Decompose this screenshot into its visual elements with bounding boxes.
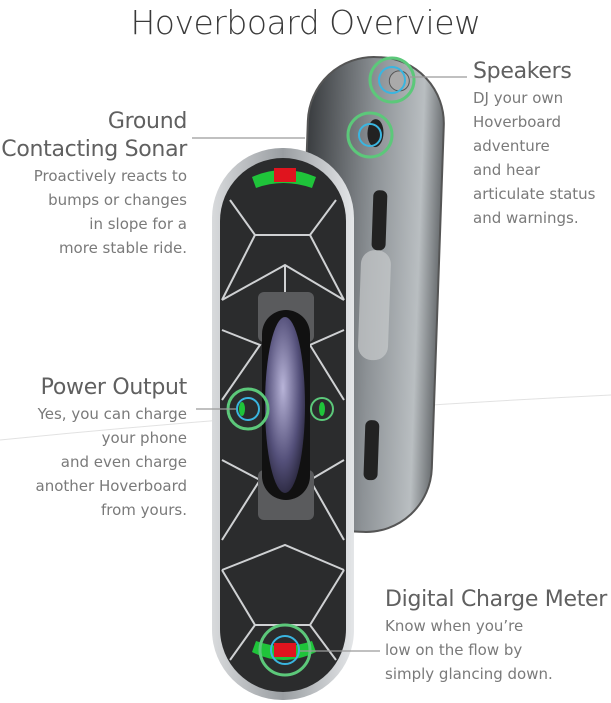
power-description: Yes, you can charge your phone and even … (36, 402, 187, 522)
power-text-line: and even charge (60, 453, 187, 471)
sonar-text-line: bumps or changes (48, 191, 187, 209)
meter-title: Digital Charge Meter (385, 587, 608, 612)
speakers-text-line: and warnings. (473, 209, 579, 227)
power-text-line: from yours. (101, 501, 187, 519)
sonar-text-line: more stable ride. (58, 239, 187, 257)
sonar-title: Ground Contacting Sonar (1, 108, 187, 164)
meter-description: Know when you’re low on the flow by simp… (385, 614, 607, 686)
sonar-title-line: Contacting Sonar (1, 137, 187, 162)
speakers-title: Speakers (473, 59, 572, 84)
feature-charge-meter: Digital Charge Meter Know when you’re lo… (385, 586, 607, 686)
sonar-inner-ring (358, 123, 382, 147)
speakers-text-line: and hear (473, 161, 541, 179)
speakers-text-line: Hoverboard (473, 113, 562, 131)
speakers-highlight-ring (368, 56, 416, 104)
meter-inner-ring (270, 635, 300, 665)
power-text-line: your phone (101, 429, 187, 447)
speakers-text-line: articulate status (473, 185, 596, 203)
meter-highlight-ring (258, 623, 312, 677)
feature-speakers: Speakers DJ your own Hoverboard adventur… (473, 58, 596, 230)
power-title: Power Output (40, 375, 188, 400)
front-board (212, 148, 354, 700)
feature-sonar: Ground Contacting Sonar Proactively reac… (1, 108, 187, 260)
sonar-highlight-ring (346, 111, 394, 159)
sonar-title-line: Ground (107, 109, 187, 134)
meter-text-line: simply glancing down. (385, 665, 553, 683)
port-highlight-ring (310, 397, 334, 421)
sonar-text-line: Proactively reacts to (33, 167, 187, 185)
speakers-inner-ring (378, 66, 406, 94)
power-text-line: Yes, you can charge (37, 405, 187, 423)
meter-text-line: Know when you’re (385, 617, 524, 635)
sonar-text-line: in slope for a (89, 215, 187, 233)
power-output-inner-ring (236, 397, 260, 421)
feature-power-output: Power Output Yes, you can charge your ph… (36, 374, 188, 522)
speakers-text-line: DJ your own (473, 89, 564, 107)
power-text-line: another Hoverboard (35, 477, 187, 495)
sonar-description: Proactively reacts to bumps or changes i… (1, 164, 187, 260)
speakers-description: DJ your own Hoverboard adventure and hea… (473, 86, 596, 230)
page-title: Hoverboard Overview (130, 3, 481, 42)
meter-text-line: low on the flow by (385, 641, 523, 659)
speakers-text-line: adventure (473, 137, 550, 155)
